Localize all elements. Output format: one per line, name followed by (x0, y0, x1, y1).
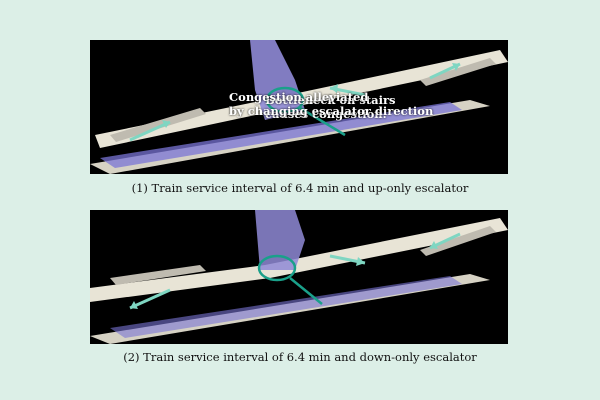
callout-text-2: Congestion alleviated by changing escala… (229, 90, 433, 118)
callout-1-line-2: causes congestion. (265, 107, 387, 121)
callout-2-line-1: Congestion alleviated (229, 90, 369, 104)
callout-leader-line (289, 277, 323, 305)
escalator-left (110, 108, 206, 142)
flow-arrowhead-right (430, 241, 438, 249)
station-simulation-image (90, 210, 508, 344)
callout-leader-line (299, 106, 346, 137)
stair-crowd (250, 40, 305, 120)
flow-arrowhead-left (162, 120, 170, 128)
flow-arrow-left (129, 120, 171, 142)
flow-arrow-left (129, 288, 171, 310)
flow-arrowhead-right (452, 63, 460, 71)
platform-crowd (110, 276, 462, 338)
bottleneck-circle (265, 86, 305, 114)
station-simulation-image (90, 40, 508, 174)
flow-arrowhead-left (130, 301, 138, 309)
stair-crowd (255, 210, 305, 270)
platform-crowd (100, 102, 462, 168)
panel-1-caption: (1) Train service interval of 6.4 min an… (131, 181, 469, 195)
escalator-left (110, 265, 206, 285)
upper-concourse (95, 50, 508, 148)
callout-1-line-1: Bottleneck on stairs (265, 93, 396, 107)
simulation-panel-up-only (90, 40, 508, 174)
simulation-panel-down-only (90, 210, 508, 344)
upper-concourse (90, 218, 508, 302)
flow-arrowhead-center (330, 84, 338, 93)
alleviated-circle (257, 254, 297, 282)
escalator-right (420, 226, 496, 256)
flow-arrowhead-center (356, 257, 365, 266)
escalator-right (420, 58, 496, 86)
callout-2-line-2: by changing escalator direction (229, 104, 434, 118)
panel-2-caption: (2) Train service interval of 6.4 min an… (123, 350, 477, 364)
callout-text-1: Bottleneck on stairs causes congestion. (265, 93, 396, 121)
